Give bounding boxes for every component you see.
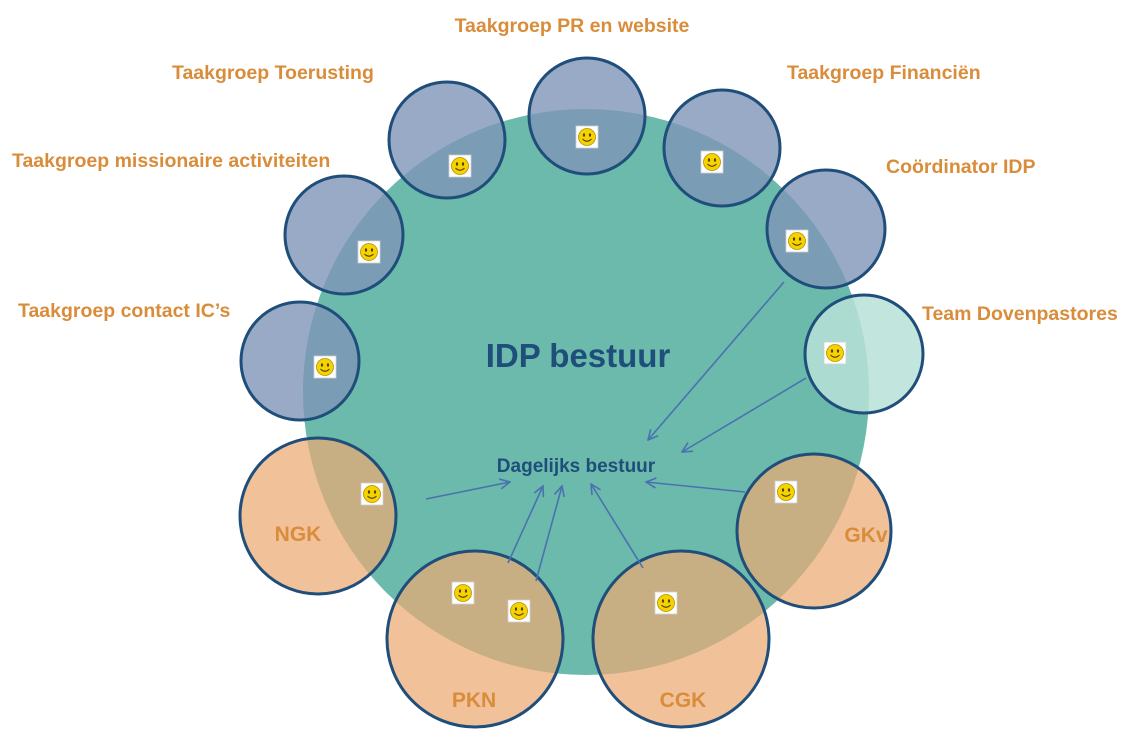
board-title: IDP bestuur [486, 337, 671, 374]
smiley-icon-toerusting [448, 154, 472, 178]
circle-dovenpastores [803, 293, 925, 415]
smiley-icon-dovenpastores [823, 341, 847, 365]
circle-toerusting [387, 80, 507, 200]
arrow-pkn-2 [535, 486, 562, 582]
smiley-icon-missionaire [357, 240, 381, 264]
label-coordinator: Coördinator IDP [886, 156, 1036, 178]
label-contact-ic: Taakgroep contact IC’s [18, 300, 231, 322]
label-ngk: NGK [275, 523, 322, 546]
label-missionaire: Taakgroep missionaire activiteiten [12, 150, 330, 172]
smiley-icon-pkn [451, 581, 475, 605]
circle-ngk [238, 436, 398, 596]
label-toerusting: Taakgroep Toerusting [172, 62, 374, 84]
circle-financien [662, 88, 782, 208]
smiley-icon-pr-website [575, 125, 599, 149]
circle-pkn [385, 549, 565, 729]
arrows-to-daily-board [425, 281, 807, 582]
smiley-icon-coordinator [785, 229, 809, 253]
daily-board-label: Dagelijks bestuur [497, 456, 656, 477]
arrow-ngk [425, 482, 510, 500]
circle-pr-website [527, 56, 647, 176]
circle-missionaire [283, 174, 405, 296]
smiley-icon-ngk [360, 482, 384, 506]
label-dovenpastores: Team Dovenpastores [922, 303, 1118, 325]
label-cgk: CGK [660, 689, 707, 712]
circle-contact-ic [239, 300, 361, 422]
smiley-icon-pkn-2 [507, 599, 531, 623]
arrow-cgk [591, 484, 644, 569]
arrow-gkv [646, 482, 746, 493]
main-board-circle [303, 109, 869, 675]
label-financien: Taakgroep Financiën [787, 62, 981, 84]
arrow-coordinator [648, 281, 785, 440]
label-pkn: PKN [452, 689, 496, 712]
smiley-icon-financien [700, 150, 724, 174]
satellite-circles [238, 56, 925, 729]
circle-coordinator [765, 168, 887, 290]
smiley-icon-gkv [774, 480, 798, 504]
arrow-pkn-1 [507, 486, 543, 564]
smiley-icon-contact-ic [313, 355, 337, 379]
smiley-icons [313, 125, 847, 623]
label-gkv: GKv [844, 524, 888, 547]
label-pr-website: Taakgroep PR en website [455, 15, 690, 37]
circle-cgk [591, 549, 771, 729]
smiley-icon-cgk [654, 591, 678, 615]
arrow-dovenpastores [682, 377, 807, 452]
